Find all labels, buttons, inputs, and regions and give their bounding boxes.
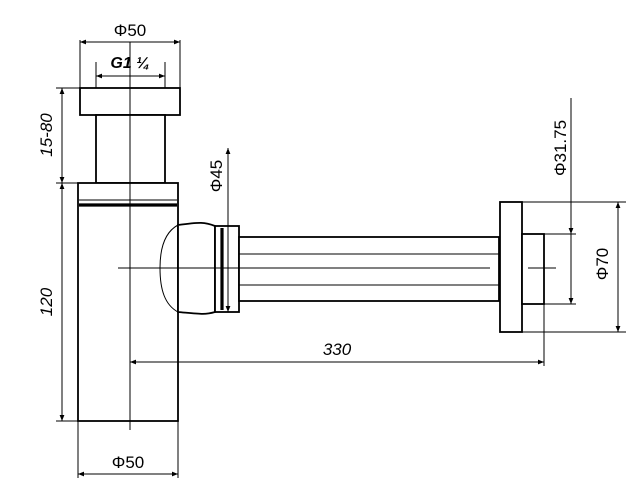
dim-top-diameter: Φ50 xyxy=(79,21,181,88)
dim-body-height: 120 xyxy=(37,183,78,422)
thread-label: G1 ¼ xyxy=(110,55,149,72)
height-adjust-label: 15-80 xyxy=(37,113,56,157)
flange-diameter-label: Φ70 xyxy=(593,248,612,280)
pipe-diameter-label: Φ45 xyxy=(207,160,226,192)
dim-height-adjust: 15-80 xyxy=(37,87,80,184)
dim-bottom-diameter: Φ50 xyxy=(77,421,179,478)
bottle-body xyxy=(77,182,179,422)
wall-pipe-diameter-label: Φ31.75 xyxy=(551,120,570,176)
dim-pipe-diameter: Φ45 xyxy=(207,148,231,312)
dim-horizontal-length: 330 xyxy=(130,304,545,366)
wall-flange xyxy=(499,201,576,333)
dim-wall-pipe-diameter: Φ31.75 xyxy=(551,98,574,304)
dim-thread: G1 ¼ xyxy=(95,55,166,88)
nut-ring xyxy=(214,225,240,313)
body-height-label: 120 xyxy=(37,287,56,316)
center-lines xyxy=(118,42,556,430)
dim-flange-diameter: Φ70 xyxy=(522,201,626,333)
top-diameter-label: Φ50 xyxy=(114,21,146,40)
horizontal-length-label: 330 xyxy=(323,340,352,359)
bottom-diameter-label: Φ50 xyxy=(112,453,144,472)
horizontal-pipe xyxy=(238,236,500,302)
